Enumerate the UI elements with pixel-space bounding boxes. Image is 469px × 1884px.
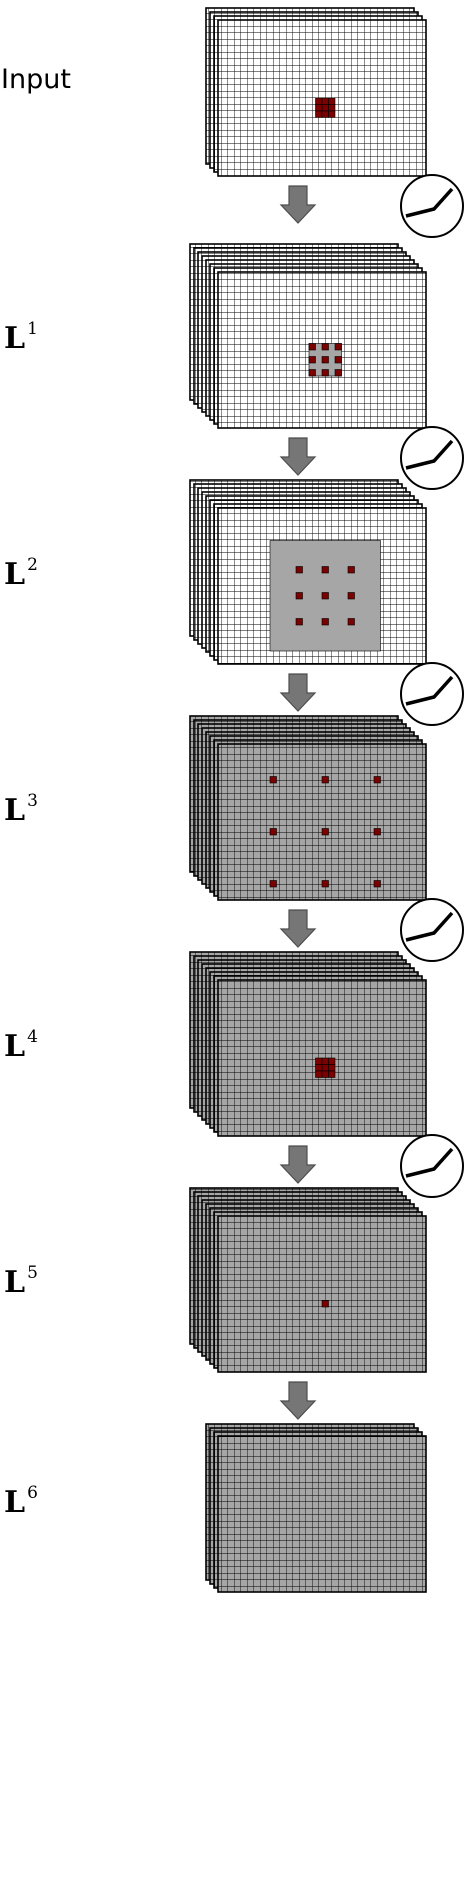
- active-unit: [321, 343, 329, 351]
- active-unit: [328, 1064, 336, 1072]
- layer-label-superscript: 3: [27, 791, 38, 811]
- active-unit: [373, 880, 381, 888]
- down-arrow-icon: [279, 185, 317, 224]
- layer-label-text: L: [4, 793, 25, 828]
- layer-label: Input: [1, 64, 71, 95]
- active-unit: [315, 97, 323, 105]
- active-unit: [321, 104, 329, 112]
- active-unit: [321, 880, 329, 888]
- active-unit: [347, 592, 355, 600]
- down-arrow-icon: [279, 909, 317, 948]
- active-unit: [321, 618, 329, 626]
- active-unit: [295, 592, 303, 600]
- front-feature-map: [217, 743, 427, 901]
- active-unit: [373, 776, 381, 784]
- down-arrow-icon: [279, 673, 317, 712]
- active-unit: [347, 618, 355, 626]
- layer-label-text: L: [4, 321, 25, 356]
- active-unit: [269, 776, 277, 784]
- layer-label-text: L: [4, 557, 25, 592]
- relu-activation-icon: [400, 898, 464, 962]
- active-unit: [321, 1057, 329, 1065]
- active-unit: [321, 828, 329, 836]
- receptive-field: [269, 540, 381, 652]
- active-unit: [328, 97, 336, 105]
- down-arrow-icon: [279, 437, 317, 476]
- active-unit: [328, 110, 336, 118]
- active-unit: [334, 356, 342, 364]
- layer-label-superscript: 5: [27, 1263, 38, 1283]
- layer-label-superscript: 1: [27, 319, 38, 339]
- front-feature-map: [217, 1215, 427, 1373]
- active-unit: [321, 566, 329, 574]
- active-unit: [328, 104, 336, 112]
- layer-input: Input: [1, 7, 464, 238]
- active-unit: [321, 110, 329, 118]
- layer-label-text: Input: [1, 64, 71, 95]
- relu-activation-icon: [400, 426, 464, 490]
- layer-label-superscript: 4: [27, 1027, 38, 1047]
- active-unit: [308, 343, 316, 351]
- relu-activation-icon: [400, 174, 464, 238]
- layer-label-superscript: 6: [27, 1483, 38, 1503]
- active-unit: [315, 110, 323, 118]
- active-unit: [321, 356, 329, 364]
- active-unit: [269, 880, 277, 888]
- active-unit: [334, 343, 342, 351]
- layer-label-superscript: 2: [27, 555, 38, 575]
- active-unit: [321, 1064, 329, 1072]
- active-unit: [315, 1064, 323, 1072]
- relu-activation-icon: [400, 1134, 464, 1198]
- layer-label-text: L: [4, 1265, 25, 1300]
- active-unit: [308, 356, 316, 364]
- active-unit: [328, 1057, 336, 1065]
- down-arrow-icon: [279, 1381, 317, 1420]
- active-unit: [321, 1300, 329, 1308]
- active-unit: [295, 618, 303, 626]
- active-unit: [334, 369, 342, 377]
- active-unit: [308, 369, 316, 377]
- down-arrow-icon: [279, 1145, 317, 1184]
- active-unit: [315, 1070, 323, 1078]
- active-unit: [347, 566, 355, 574]
- active-unit: [295, 566, 303, 574]
- active-unit: [328, 1070, 336, 1078]
- layer-label-text: L: [4, 1029, 25, 1064]
- active-unit: [321, 776, 329, 784]
- active-unit: [315, 104, 323, 112]
- front-feature-map: [217, 1435, 427, 1593]
- active-unit: [373, 828, 381, 836]
- active-unit: [321, 1070, 329, 1078]
- active-unit: [269, 828, 277, 836]
- active-unit: [321, 369, 329, 377]
- relu-activation-icon: [400, 662, 464, 726]
- layer-label-text: L: [4, 1485, 25, 1520]
- active-unit: [321, 592, 329, 600]
- active-unit: [321, 97, 329, 105]
- active-unit: [315, 1057, 323, 1065]
